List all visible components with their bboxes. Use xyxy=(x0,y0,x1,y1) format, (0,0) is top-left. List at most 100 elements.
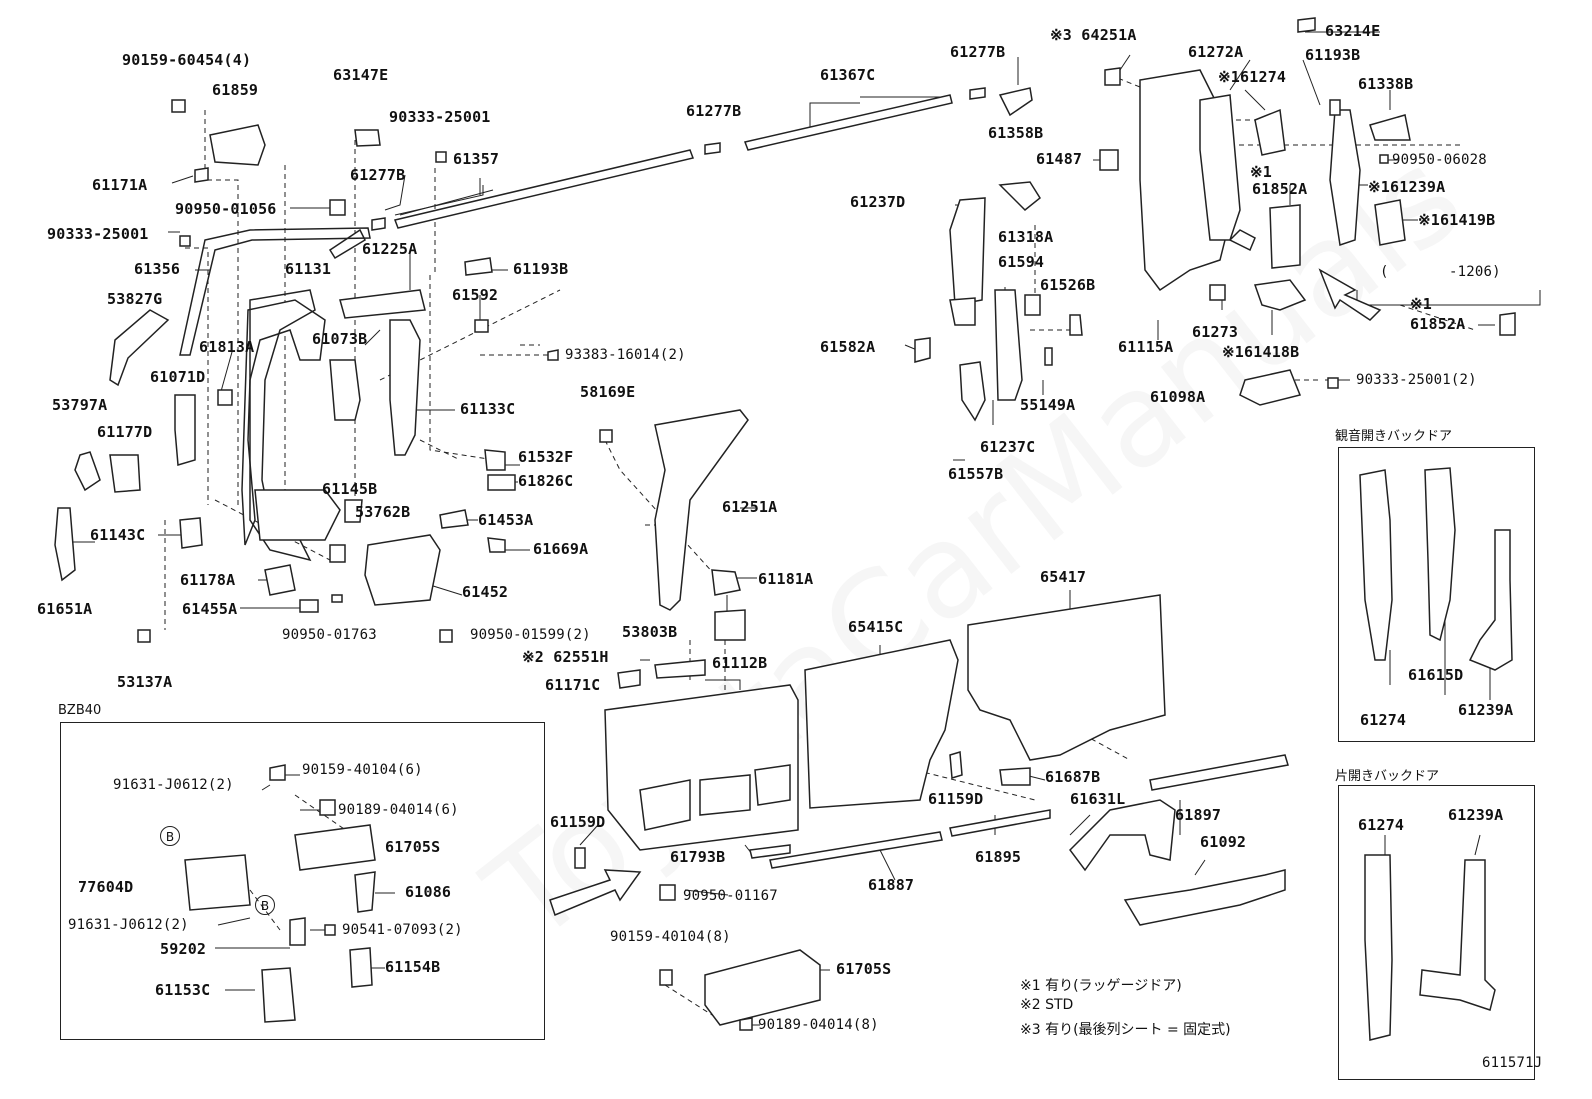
part-label: 90541-07093(2) xyxy=(342,922,463,938)
part-label: 61193B xyxy=(1305,46,1361,64)
part-label: 61239A xyxy=(1458,701,1514,719)
part-label: 53797A xyxy=(52,396,108,414)
part-label: 55149A xyxy=(1020,396,1076,414)
box-title: BZB40 xyxy=(58,703,102,718)
part-label: 61086 xyxy=(405,883,452,901)
part-label: 90189-04014(8) xyxy=(758,1017,879,1033)
footnote: ※1 有り(ラッゲージドア) xyxy=(1020,978,1182,994)
part-label: 61073B xyxy=(312,330,368,348)
part-label: 61705S xyxy=(836,960,892,978)
part-label: 61487 xyxy=(1036,150,1083,168)
part-label: 61338B xyxy=(1358,75,1414,93)
part-label: 61143C xyxy=(90,526,146,544)
part-label: 61225A xyxy=(362,240,418,258)
part-label: 61181A xyxy=(758,570,814,588)
part-label: 61071D xyxy=(150,368,206,386)
part-label: 61793B xyxy=(670,848,726,866)
part-label: 61133C xyxy=(460,400,516,418)
part-label: 61277B xyxy=(950,43,1006,61)
part-label: 61092 xyxy=(1200,833,1247,851)
part-label: 65415C xyxy=(848,618,904,636)
part-label: 90950-01167 xyxy=(683,888,778,904)
part-label: 61594 xyxy=(998,253,1045,271)
part-label: 63214E xyxy=(1325,22,1381,40)
part-label: 61705S xyxy=(385,838,441,856)
part-label: 61852A xyxy=(1252,180,1308,198)
part-label: 90189-04014(6) xyxy=(338,802,459,818)
part-label: 61193B xyxy=(513,260,569,278)
part-label: 93383-16014(2) xyxy=(565,347,686,363)
part-label: 61159D xyxy=(928,790,984,808)
part-label: ※161418B xyxy=(1222,343,1300,361)
part-label: 61277B xyxy=(686,102,742,120)
part-label: 61532F xyxy=(518,448,574,466)
part-label: 53803B xyxy=(622,623,678,641)
part-label: 90159-40104(6) xyxy=(302,762,423,778)
part-label: 61557B xyxy=(948,465,1004,483)
part-label: 61171C xyxy=(545,676,601,694)
part-label: 61177D xyxy=(97,423,153,441)
part-label: 90333-25001 xyxy=(389,108,491,126)
part-label: 61272A xyxy=(1188,43,1244,61)
part-label: 61887 xyxy=(868,876,915,894)
part-label: 61651A xyxy=(37,600,93,618)
ref-circle-b: B xyxy=(255,895,275,915)
part-label: ※161419B xyxy=(1418,211,1496,229)
part-label: 61273 xyxy=(1192,323,1239,341)
part-label: 61687B xyxy=(1045,768,1101,786)
part-label: 61859 xyxy=(212,81,259,99)
part-label: 61274 xyxy=(1360,711,1407,729)
part-label: 53762B xyxy=(355,503,411,521)
part-label: 61115A xyxy=(1118,338,1174,356)
part-label: 61145B xyxy=(322,480,378,498)
part-label: 61318A xyxy=(998,228,1054,246)
part-label: ※2 62551H xyxy=(522,648,609,666)
part-label: 61277B xyxy=(350,166,406,184)
part-label: 61178A xyxy=(180,571,236,589)
part-label: ※161274 xyxy=(1218,68,1287,86)
part-label: 61274 xyxy=(1358,816,1405,834)
part-label: 61131 xyxy=(285,260,332,278)
part-label: ( -1206) xyxy=(1380,264,1501,280)
part-label: 61813A xyxy=(199,338,255,356)
part-label: 61455A xyxy=(182,600,238,618)
part-label: 90950-01599(2) xyxy=(470,627,591,643)
part-label: 65417 xyxy=(1040,568,1087,586)
part-label: 61154B xyxy=(385,958,441,976)
part-label: 90333-25001 xyxy=(47,225,149,243)
part-label: 61237D xyxy=(850,193,906,211)
part-label: 61159D xyxy=(550,813,606,831)
part-label: 61826C xyxy=(518,472,574,490)
part-label: 61453A xyxy=(478,511,534,529)
part-label: 90159-40104(8) xyxy=(610,929,731,945)
part-label: 61239A xyxy=(1448,806,1504,824)
part-label: 61582A xyxy=(820,338,876,356)
part-label: ※161239A xyxy=(1368,178,1446,196)
part-label: 61098A xyxy=(1150,388,1206,406)
part-label: 91631-J0612(2) xyxy=(68,917,189,933)
part-label: ※1 xyxy=(1250,163,1272,181)
kannon-backdoor-box xyxy=(1338,447,1535,742)
part-label: 61357 xyxy=(453,150,500,168)
part-label: 91631-J0612(2) xyxy=(113,777,234,793)
part-label: 61251A xyxy=(722,498,778,516)
part-label: 61897 xyxy=(1175,806,1222,824)
part-label: 61153C xyxy=(155,981,211,999)
part-label: 77604D xyxy=(78,878,134,896)
panel-shapes xyxy=(54,17,1516,1041)
part-label: 53827G xyxy=(107,290,163,308)
part-label: 90159-60454(4) xyxy=(122,51,252,69)
footnote: ※3 有り(最後列シート = 固定式) xyxy=(1020,1022,1231,1038)
katabiraki-backdoor-box xyxy=(1338,785,1535,1080)
box-title: 観音開きバックドア xyxy=(1335,429,1453,444)
part-label: 61895 xyxy=(975,848,1022,866)
part-label: 58169E xyxy=(580,383,636,401)
part-label: 61358B xyxy=(988,124,1044,142)
part-label: 61356 xyxy=(134,260,181,278)
part-label: 61669A xyxy=(533,540,589,558)
part-label: 61631L xyxy=(1070,790,1126,808)
part-label: 61171A xyxy=(92,176,148,194)
diagram-id: 611571J xyxy=(1482,1055,1543,1071)
